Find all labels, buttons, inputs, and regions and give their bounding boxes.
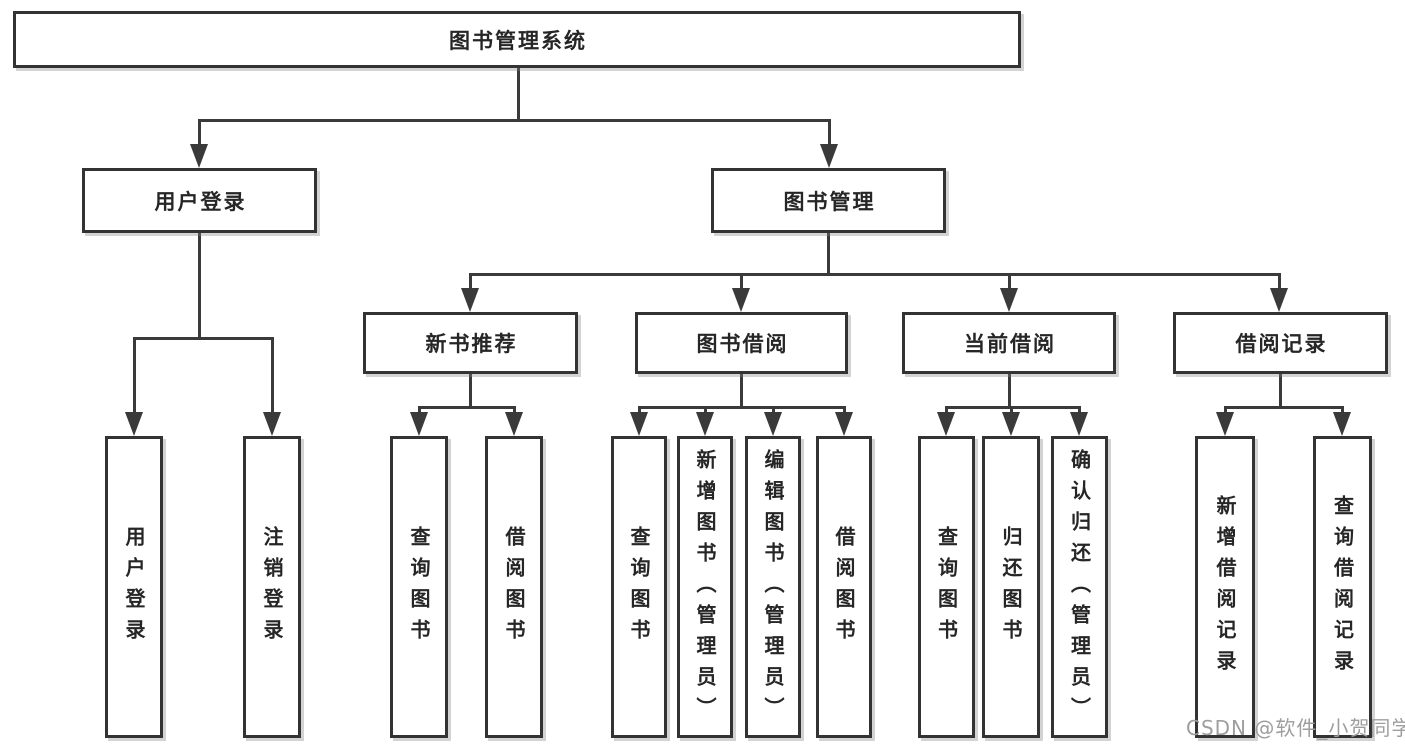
leaf-label: 借阅图书 <box>502 526 526 650</box>
connector-line <box>1010 406 1013 416</box>
leaf-label: 借阅图书 <box>832 526 856 650</box>
connector-line <box>827 233 830 276</box>
arrow-down-icon <box>820 144 838 168</box>
connector-line <box>517 68 520 122</box>
connector-line <box>1008 273 1011 291</box>
leaf-label: 查询图书 <box>407 526 431 650</box>
leaf-label: 新增图书（管理员） <box>693 448 717 728</box>
arrow-down-icon <box>190 144 208 168</box>
node-user-login: 用户登录 <box>82 168 317 233</box>
node-add-books-admin: 新增图书（管理员） <box>677 436 733 738</box>
leaf-label: 注销登录 <box>260 526 284 650</box>
node-return-books: 归还图书 <box>982 436 1040 738</box>
connector-line <box>740 374 743 409</box>
connector-line <box>638 406 846 409</box>
arrow-down-icon <box>732 288 750 312</box>
arrow-down-icon <box>125 412 143 436</box>
arrow-down-icon <box>835 412 853 436</box>
arrow-down-icon <box>1000 288 1018 312</box>
arrow-down-icon <box>696 412 714 436</box>
connector-line <box>198 119 831 122</box>
arrow-down-icon <box>1070 412 1088 436</box>
arrow-down-icon <box>1216 412 1234 436</box>
connector-line <box>198 233 201 340</box>
node-query-borrow-record: 查询借阅记录 <box>1313 436 1372 738</box>
leaf-label: 新增借阅记录 <box>1213 495 1237 681</box>
connector-line <box>1278 273 1281 291</box>
node-query-books-borrow: 查询图书 <box>611 436 667 738</box>
connector-line <box>945 406 1081 409</box>
connector-line <box>1279 374 1282 409</box>
node-book-management: 图书管理 <box>711 168 946 233</box>
leaf-label: 编辑图书（管理员） <box>761 448 785 728</box>
connector-line <box>513 406 516 416</box>
node-borrow-books: 借阅图书 <box>816 436 872 738</box>
connector-line <box>638 406 641 416</box>
connector-line <box>198 119 201 147</box>
arrow-down-icon <box>263 412 281 436</box>
leaf-label: 用户登录 <box>122 526 146 650</box>
csdn-watermark: CSDN @软件_小贺同学 <box>1186 716 1405 740</box>
node-borrowing-records: 借阅记录 <box>1173 312 1388 374</box>
node-library-system: 图书管理系统 <box>13 11 1021 68</box>
node-user-login-leaf: 用户登录 <box>105 436 163 738</box>
arrow-down-icon <box>1002 412 1020 436</box>
connector-line <box>469 273 1281 276</box>
node-book-borrowing: 图书借阅 <box>635 312 848 374</box>
node-new-book-recommend: 新书推荐 <box>363 312 578 374</box>
connector-line <box>418 406 421 416</box>
connector-line <box>1224 406 1227 416</box>
arrow-down-icon <box>410 412 428 436</box>
arrow-down-icon <box>764 412 782 436</box>
leaf-label: 归还图书 <box>999 526 1023 650</box>
connector-line <box>1341 406 1344 416</box>
node-borrow-books-recommend: 借阅图书 <box>485 436 543 738</box>
arrow-down-icon <box>461 288 479 312</box>
connector-line <box>828 119 831 147</box>
connector-line <box>1224 406 1343 409</box>
connector-line <box>271 337 274 415</box>
node-add-borrow-record: 新增借阅记录 <box>1195 436 1255 738</box>
arrow-down-icon <box>505 412 523 436</box>
arrow-down-icon <box>937 412 955 436</box>
connector-line <box>945 406 948 416</box>
arrow-down-icon <box>630 412 648 436</box>
connector-line <box>1078 406 1081 416</box>
arrow-down-icon <box>1333 412 1351 436</box>
connector-line <box>469 273 472 291</box>
leaf-label: 查询借阅记录 <box>1330 495 1355 681</box>
node-query-books-recommend: 查询图书 <box>390 436 448 738</box>
leaf-label: 查询图书 <box>627 526 651 650</box>
connector-line <box>772 406 775 416</box>
connector-line <box>1008 374 1011 409</box>
node-query-books-current: 查询图书 <box>918 436 975 738</box>
connector-line <box>843 406 846 416</box>
connector-line <box>704 406 707 416</box>
node-edit-books-admin: 编辑图书（管理员） <box>745 436 801 738</box>
connector-line <box>469 374 472 409</box>
leaf-label: 查询图书 <box>934 526 959 650</box>
leaf-label: 确认归还（管理员） <box>1067 448 1092 728</box>
connector-line <box>133 337 136 415</box>
connector-line <box>740 273 743 291</box>
node-confirm-return-admin: 确认归还（管理员） <box>1051 436 1108 738</box>
node-current-borrowing: 当前借阅 <box>902 312 1116 374</box>
arrow-down-icon <box>1270 288 1288 312</box>
connector-line <box>418 406 516 409</box>
connector-line <box>133 337 274 340</box>
node-logout: 注销登录 <box>243 436 301 738</box>
